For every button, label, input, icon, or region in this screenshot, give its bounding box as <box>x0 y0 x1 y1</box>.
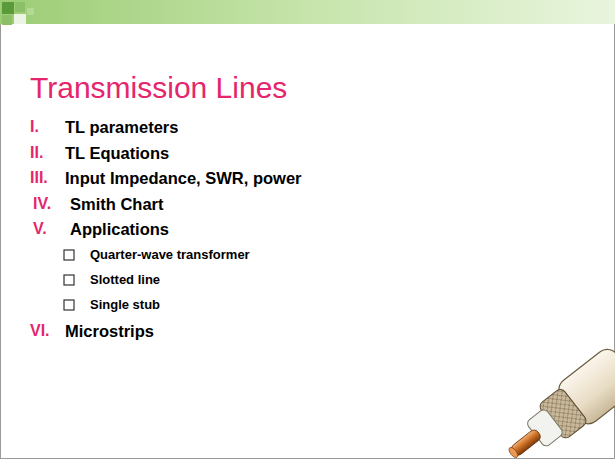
sub-item: Quarter-wave transformer <box>90 248 250 263</box>
sub-item: Single stub <box>90 298 160 313</box>
header-band <box>0 0 615 24</box>
list-item: Smith Chart <box>70 195 164 214</box>
list-item: TL Equations <box>65 144 169 163</box>
list-numeral: I. <box>30 118 39 136</box>
list-item: Microstrips <box>65 322 154 341</box>
list-item: TL parameters <box>65 118 178 137</box>
list-numeral: IV. <box>33 195 51 213</box>
list-item: Applications <box>70 220 169 239</box>
sub-item: Slotted line <box>90 273 160 288</box>
list-numeral: III. <box>30 169 48 187</box>
corner-logo <box>2 2 34 26</box>
list-numeral: II. <box>30 144 43 162</box>
list-numeral: VI. <box>30 322 50 340</box>
checkbox-bullets <box>64 250 74 310</box>
coax-cable <box>495 345 615 459</box>
list-item: Input Impedance, SWR, power <box>65 169 302 188</box>
slide-title: Transmission Lines <box>30 71 287 106</box>
list-numeral: V. <box>33 220 47 238</box>
